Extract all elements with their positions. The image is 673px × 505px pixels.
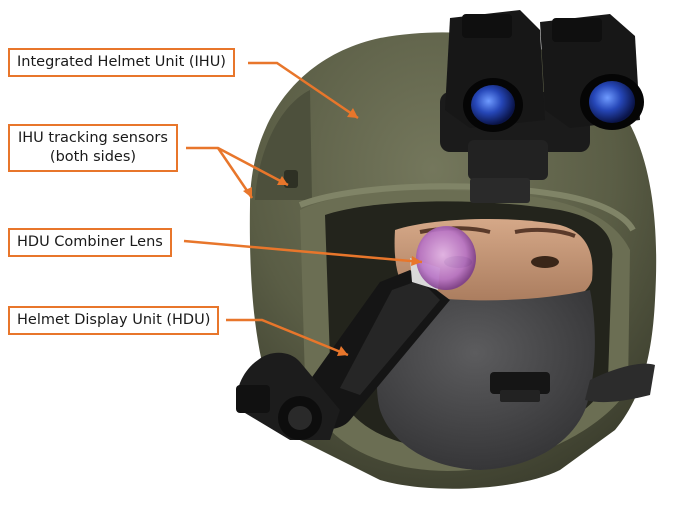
label-sensors-line2: (both sides) (49, 149, 137, 165)
arrowhead-combiner (411, 256, 422, 266)
leader-ihu (248, 61, 359, 120)
label-helmet-display-unit: Helmet Display Unit (HDU) (8, 306, 220, 335)
label-hdu-text: Helmet Display Unit (HDU) (17, 312, 211, 328)
leader-arrowheads (243, 108, 422, 356)
combiner-lens (416, 226, 476, 290)
night-vision-goggles (440, 10, 644, 203)
label-ihu-text: Integrated Helmet Unit (IHU) (17, 54, 226, 70)
label-integrated-helmet-unit: Integrated Helmet Unit (IHU) (8, 48, 235, 77)
leader-hdu (226, 318, 349, 357)
arrowhead-sensors-left (243, 187, 252, 198)
label-combiner-text: HDU Combiner Lens (17, 234, 163, 250)
face-mask (376, 290, 595, 470)
label-hdu-combiner-lens: HDU Combiner Lens (8, 228, 172, 257)
arrowhead-ihu (347, 108, 358, 118)
chin-strap-connector (490, 363, 655, 403)
leader-lines (183, 61, 423, 357)
label-sensors-line1: IHU tracking sensors (18, 130, 168, 146)
arrowhead-hdu (337, 346, 348, 356)
arrowhead-sensors (277, 176, 288, 185)
leader-combiner (183, 239, 423, 264)
label-ihu-tracking-sensors: IHU tracking sensors (both sides) (8, 124, 178, 172)
